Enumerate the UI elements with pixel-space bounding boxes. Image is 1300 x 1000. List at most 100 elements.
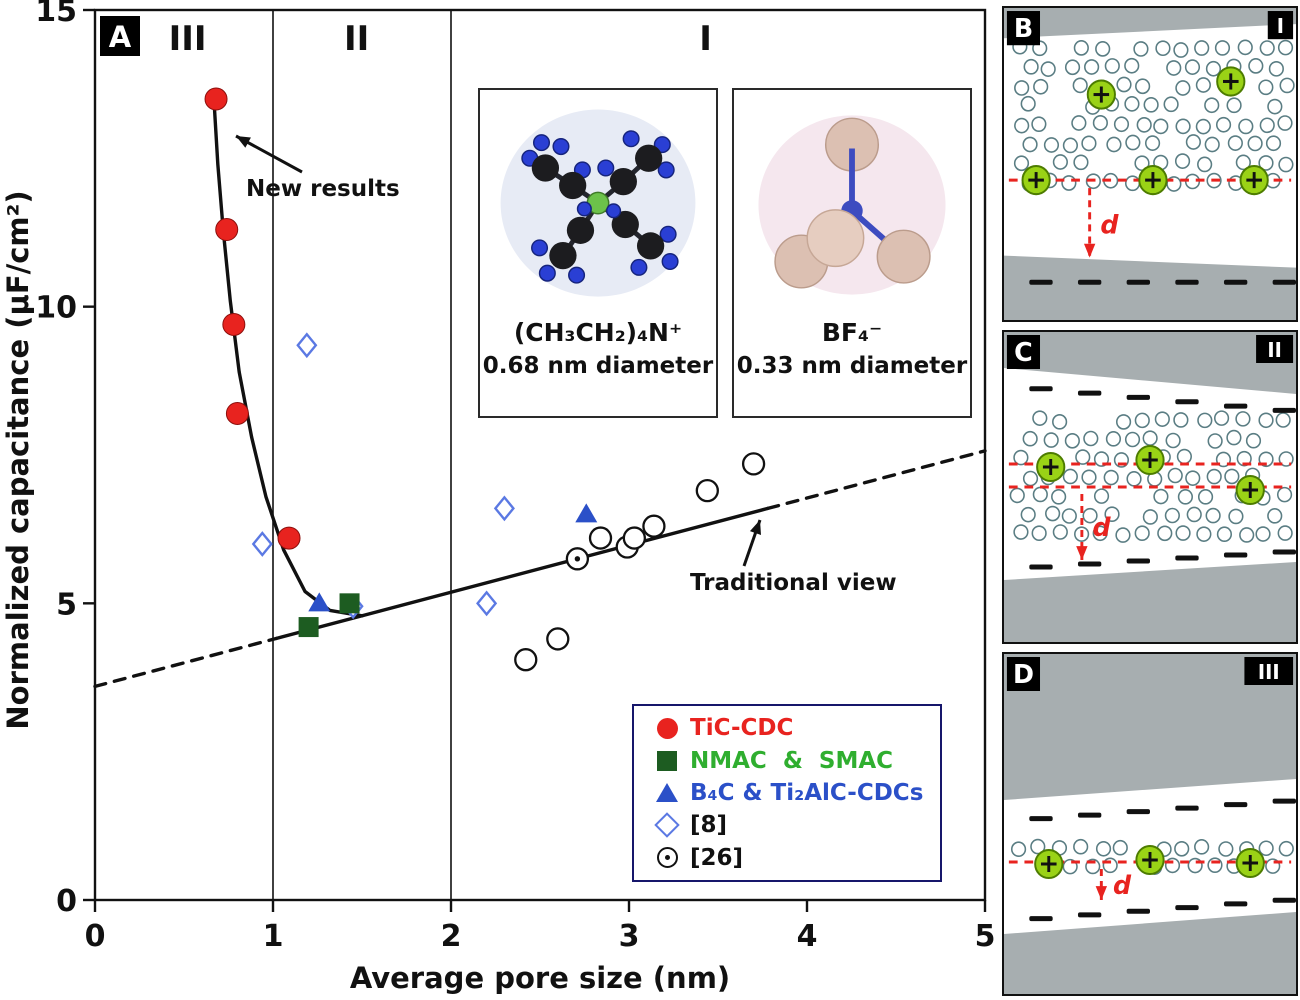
data-point-nmac-smac — [339, 593, 360, 614]
solvent-molecule — [1204, 136, 1220, 153]
data-point-26 — [565, 547, 590, 571]
solvent-molecule — [1174, 153, 1191, 169]
panel-letter-box — [1006, 11, 1041, 46]
legend-label: NMAC & SMAC — [690, 747, 894, 774]
solvent-molecule — [1084, 59, 1100, 75]
filled-triangle-icon — [656, 783, 678, 803]
traditional-line-dashed-right — [766, 449, 987, 511]
solvent-molecule — [1022, 136, 1038, 153]
solvent-molecule — [1010, 841, 1027, 857]
surface-charge-dash — [1272, 798, 1296, 804]
solvent-molecule — [1197, 156, 1213, 173]
solvent-molecule — [1166, 60, 1182, 76]
solvent-molecule — [1207, 857, 1223, 873]
data-point-tic-cdc — [215, 218, 239, 242]
traditional-view-annotation: Traditional view — [690, 570, 897, 596]
solvent-molecule — [1174, 841, 1190, 857]
open-diamond-icon — [654, 812, 680, 839]
solvent-molecule — [1196, 526, 1212, 542]
solvent-molecule — [1093, 488, 1110, 504]
solvent-molecule — [1081, 135, 1097, 152]
surface-charge-dash — [1175, 905, 1199, 911]
surface-charge-dash — [1272, 549, 1296, 555]
new-results-curve — [212, 103, 364, 618]
solvent-molecule — [1186, 506, 1202, 523]
solvent-molecule — [1277, 115, 1293, 131]
solvent-molecule — [1258, 79, 1274, 96]
legend-marker — [644, 847, 690, 869]
solvent-molecule — [1023, 58, 1039, 75]
y-tick-label: 10 — [35, 291, 77, 326]
solvent-molecule — [1235, 411, 1251, 427]
surface-charge-dash — [1223, 552, 1248, 558]
electrode-wall — [1004, 654, 1296, 800]
surface-charge-dash — [1223, 403, 1248, 409]
solvent-molecule — [1278, 840, 1294, 857]
solvent-molecule — [1258, 840, 1274, 857]
solvent-molecule — [1124, 57, 1140, 74]
solvent-molecule — [1195, 77, 1211, 93]
solvent-molecule — [1277, 39, 1294, 56]
solvent-molecule — [1214, 40, 1231, 56]
region-label-i: I — [699, 19, 712, 59]
x-tick-label: 3 — [619, 919, 640, 954]
solvent-molecule — [1154, 411, 1170, 427]
panel-letter: C — [1014, 338, 1033, 368]
solvent-molecule — [1215, 116, 1232, 133]
bf4-anion-molecule-image — [758, 115, 946, 295]
solvent-molecule — [1206, 468, 1222, 485]
legend-label: B₄C & Ti₂AlC-CDCs — [690, 779, 924, 806]
solvent-molecule — [1043, 432, 1059, 448]
surface-charge-dash — [1223, 279, 1248, 285]
solvent-molecule — [1064, 59, 1081, 76]
solvent-molecule — [1165, 432, 1181, 449]
solvent-molecule — [1030, 838, 1046, 855]
data-point-8 — [493, 495, 515, 522]
new-results-annotation: New results — [246, 176, 400, 202]
region-label-iii: III — [169, 19, 207, 59]
solvent-molecule — [1075, 449, 1091, 465]
solvent-molecule — [1014, 80, 1030, 96]
surface-charge-dash — [1077, 279, 1102, 285]
surface-charge-dash — [1175, 805, 1199, 811]
x-tick-label: 4 — [797, 919, 818, 954]
solvent-molecule — [1071, 115, 1087, 131]
solvent-molecule — [1073, 40, 1089, 56]
solvent-molecule — [1175, 80, 1191, 96]
panel-letter: B — [1014, 14, 1033, 44]
solvent-molecule — [1052, 154, 1068, 170]
panel-region-label: II — [1267, 339, 1281, 362]
solvent-molecule — [1155, 40, 1171, 57]
x-tick-label: 5 — [975, 919, 996, 954]
surface-charge-dash — [1175, 399, 1199, 405]
legend-item: NMAC & SMAC — [644, 748, 930, 774]
solvent-molecule — [1177, 489, 1193, 505]
solvent-molecule — [1124, 175, 1141, 192]
solvent-molecule — [1022, 430, 1038, 447]
solvent-molecule — [1153, 118, 1169, 135]
solvent-molecule — [1153, 488, 1169, 505]
solvent-molecule — [1277, 525, 1293, 541]
legend-item: [8] — [644, 812, 930, 838]
solvent-molecule — [1062, 137, 1078, 154]
surface-charge-dash — [1029, 564, 1053, 570]
electrode-wall — [1004, 562, 1296, 642]
solvent-molecule — [1062, 468, 1078, 485]
cation-formula: (CH₃CH₂)₄N⁺ — [513, 318, 683, 347]
solvent-molecule — [1022, 470, 1039, 487]
surface-charge-dash — [1126, 908, 1150, 914]
panel-region-box — [1244, 657, 1294, 685]
panel-region-label: I — [1277, 15, 1284, 38]
solvent-molecule — [1045, 505, 1061, 522]
solvent-molecule — [1113, 116, 1130, 133]
data-point-nmac-smac — [298, 617, 319, 638]
solvent-molecule — [1278, 156, 1294, 173]
solvent-molecule — [1126, 471, 1142, 487]
surface-charge-dash — [1029, 386, 1053, 392]
solvent-molecule — [1267, 98, 1283, 115]
solvent-molecule — [1204, 97, 1220, 114]
solvent-molecule — [1235, 154, 1251, 171]
solvent-molecule — [1064, 432, 1080, 449]
solvent-molecule — [1227, 135, 1243, 151]
